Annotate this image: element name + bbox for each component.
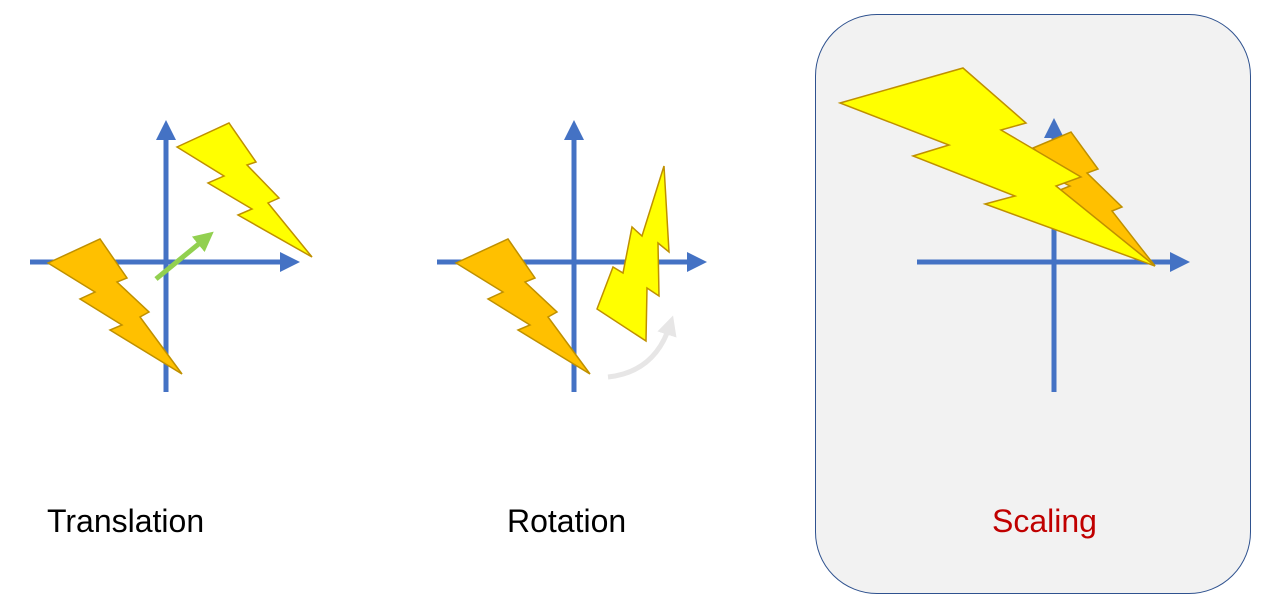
translation-label: Translation: [47, 503, 205, 539]
original-bolt: [46, 238, 183, 375]
scaling-panel: [837, 67, 1190, 392]
rotation-arrow-icon: [607, 315, 677, 380]
scaled-bolt: [837, 67, 1156, 267]
translated-bolt: [175, 122, 313, 258]
original-bolt: [454, 238, 591, 375]
rotated-bolt: [596, 165, 670, 343]
translation-arrow-icon: [154, 231, 214, 281]
translation-panel: [30, 120, 313, 392]
rotation-panel: [437, 120, 707, 392]
rotation-label: Rotation: [507, 503, 627, 539]
scaling-label: Scaling: [992, 503, 1097, 539]
